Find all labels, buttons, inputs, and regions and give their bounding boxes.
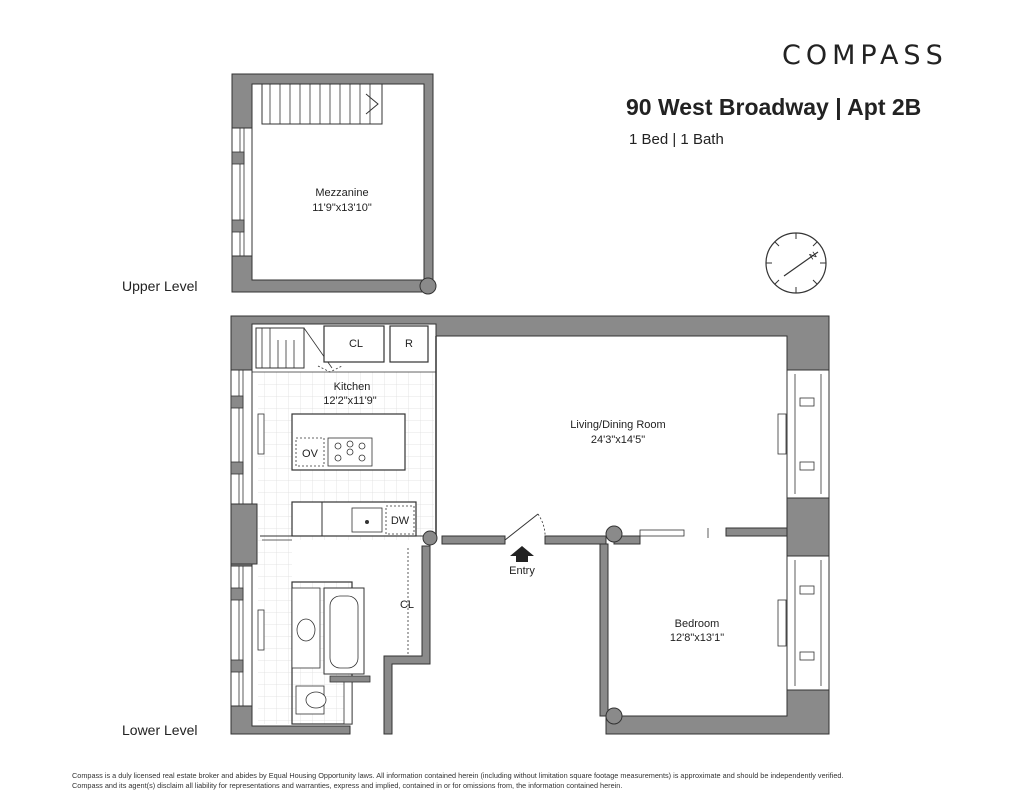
mezzanine-window-left [231,127,253,257]
disclaimer-line-2: Compass and its agent(s) disclaim all li… [72,781,623,790]
compass-rose: N [765,232,827,294]
mezzanine-dims: 11'9"x13'10" [312,202,372,214]
oven-label: OV [302,448,319,460]
exterior-wall-right-lower [605,689,830,735]
listing-subtitle: 1 Bed | 1 Bath [629,131,724,148]
lower-level-label: Lower Level [122,722,198,738]
kitchen-dims: 12'2"x11'9" [323,395,376,407]
legal-disclaimer: Compass is a duly licensed real estate b… [72,771,1002,791]
oven [295,437,325,467]
disclaimer-line-1: Compass is a duly licensed real estate b… [72,771,844,780]
entry-label: Entry [509,565,535,577]
living-name: Living/Dining Room [570,419,665,431]
mezzanine-plan: Mezzanine 11'9"x13'10" [231,73,437,295]
listing-title: 90 West Broadway | Apt 2B [626,94,922,120]
compass-north-label: N [807,250,818,262]
mezzanine-name: Mezzanine [315,187,368,199]
entry-arrow-icon [510,546,534,562]
bedroom-wall-left [599,543,609,717]
refrigerator-label: R [405,338,413,350]
kitchen-name: Kitchen [334,381,371,393]
bedroom-name: Bedroom [675,618,720,630]
exterior-wall-right [786,369,830,499]
lower-level-plan: CL R Kitchen 12'2"x11'9" OV DW [230,315,830,735]
floor-plan: Mezzanine 11'9"x13'10" N [230,73,830,735]
dishwasher [385,505,415,535]
hall-wall [383,545,431,735]
bedroom-dims: 12'8"x13'1" [670,632,724,644]
column-round [419,277,437,295]
upper-level-label: Upper Level [122,278,198,294]
dishwasher-label: DW [391,515,410,527]
living-dims: 24'3"x14'5" [591,434,645,446]
brand-logo: COMPASS [782,40,948,71]
closet-hall-label: CL [400,599,414,611]
kitchen-sink [351,507,383,533]
refrigerator [389,325,429,363]
closet-top-label: CL [349,338,363,350]
closet-top [323,325,385,363]
cooktop [327,437,373,467]
staircase [261,83,383,125]
vanity [291,587,321,669]
bath-sink [296,618,316,642]
